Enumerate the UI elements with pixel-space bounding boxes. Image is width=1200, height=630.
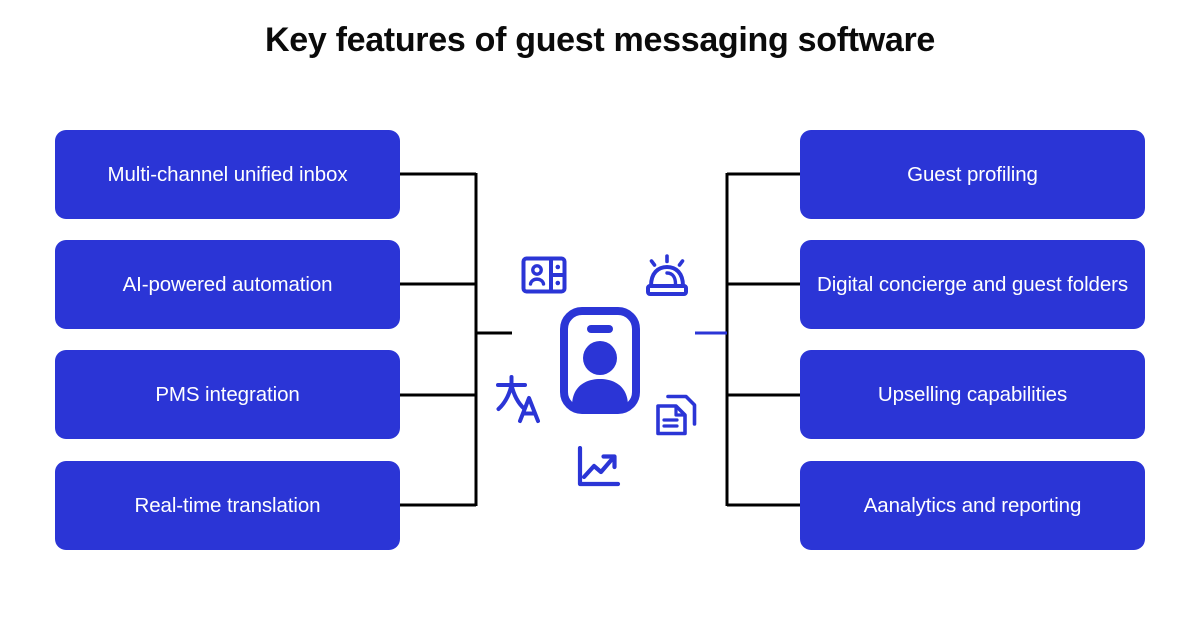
page-title: Key features of guest messaging software bbox=[264, 21, 936, 59]
feature-label: Real-time translation bbox=[134, 494, 321, 517]
feature-box-left-3[interactable]: Real-time translation bbox=[55, 461, 400, 550]
feature-label: AI-powered automation bbox=[122, 273, 333, 296]
feature-box-right-0[interactable]: Guest profiling bbox=[800, 130, 1145, 219]
feature-label: PMS integration bbox=[155, 383, 300, 406]
documents-icon bbox=[654, 393, 698, 437]
feature-label: Digital concierge and guest folders bbox=[816, 273, 1129, 296]
contact-card-icon bbox=[521, 255, 567, 295]
translate-icon bbox=[495, 374, 547, 424]
alarm-siren-icon bbox=[642, 254, 692, 298]
profile-badge-icon bbox=[560, 307, 640, 414]
feature-box-left-1[interactable]: AI-powered automation bbox=[55, 240, 400, 329]
feature-box-left-0[interactable]: Multi-channel unified inbox bbox=[55, 130, 400, 219]
feature-box-right-2[interactable]: Upselling capabilities bbox=[800, 350, 1145, 439]
feature-box-right-3[interactable]: Aanalytics and reporting bbox=[800, 461, 1145, 550]
feature-label: Multi-channel unified inbox bbox=[107, 163, 348, 186]
feature-box-right-1[interactable]: Digital concierge and guest folders bbox=[800, 240, 1145, 329]
feature-box-left-2[interactable]: PMS integration bbox=[55, 350, 400, 439]
trending-chart-icon bbox=[576, 446, 622, 488]
feature-label: Guest profiling bbox=[907, 163, 1038, 186]
feature-label: Aanalytics and reporting bbox=[863, 494, 1082, 517]
feature-label: Upselling capabilities bbox=[877, 383, 1068, 406]
